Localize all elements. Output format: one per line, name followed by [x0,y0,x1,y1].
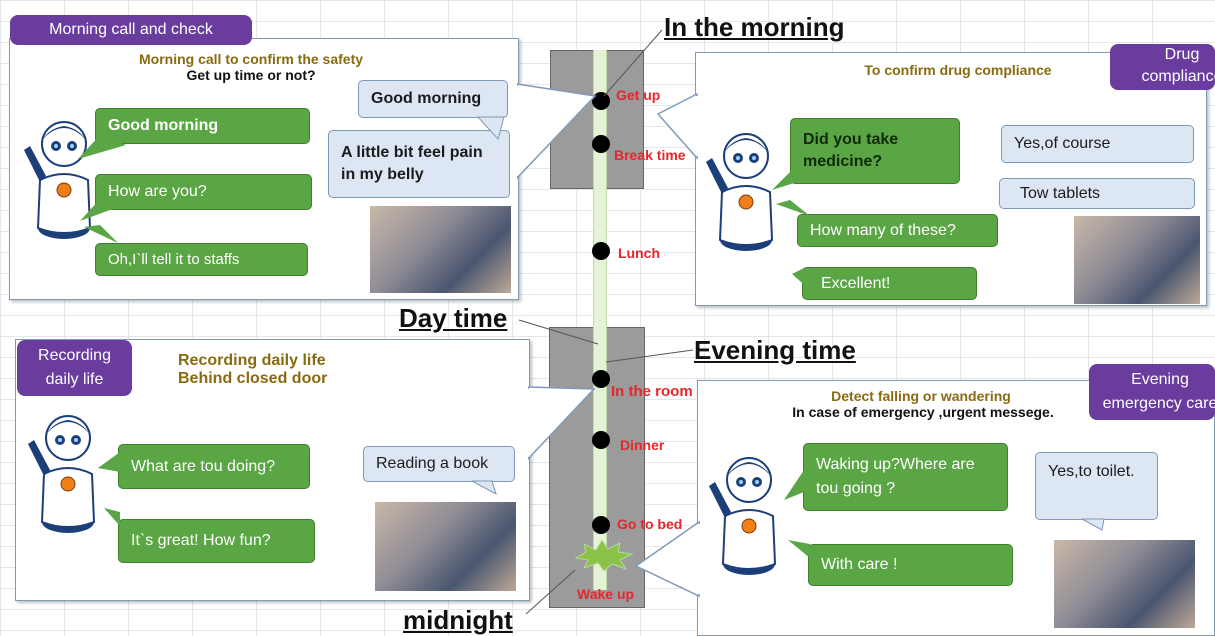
panel-evening-pointer [634,520,700,598]
drug-photo [1074,216,1200,304]
recording-robot-tails [98,452,120,526]
recording-robot-bubble-1: What are tou doing? [118,444,310,489]
section-title-midnight: midnight [403,605,513,635]
morning-robot-bubble-2: How are you? [95,174,312,210]
morning-robot-bubble-1: Good morning [95,108,310,144]
morning-user-bubble-2: A little bit feel pain in my belly [328,130,510,198]
recording-robot-bubble-2: It`s great! How fun? [118,519,315,563]
panel-recording-pointer [528,386,596,461]
timeline-dot-get-up [592,92,610,110]
morning-photo [370,206,511,293]
event-label-dinner: Dinner [620,437,665,453]
timeline-dot-break-time [592,135,610,153]
timeline-track [593,50,607,590]
section-title-evening: Evening time [694,335,856,365]
timeline-dot-dinner [592,431,610,449]
recording-title-line2: Behind closed door [178,370,328,387]
morning-subtitle: Get up time or not? [186,67,316,83]
robot-evening [709,457,777,575]
drug-robot-bubble-2: How many of these? [797,214,998,247]
wake-up-burst-icon [574,539,634,572]
recording-user-bubble-1: Reading a book [363,446,515,482]
panel-morning-pointer [517,83,597,180]
morning-user-bubble-1: Good morning [358,80,508,118]
robot-recording [28,415,96,533]
tag-evening: Evening emergency care [1089,364,1215,420]
evening-subtitle: In case of emergency ,urgent messege. [792,404,1054,420]
robot-drug [706,133,774,251]
section-title-morning: In the morning [664,12,845,42]
morning-title: Morning call to confirm the safety [138,51,364,67]
recording-user-tail [471,480,497,496]
timeline-dot-go-to-bed [592,516,610,534]
drug-robot-bubble-3: Excellent! [802,267,977,300]
event-label-get-up: Get up [616,87,661,103]
timeline-dot-lunch [592,242,610,260]
evening-robot-tails [784,470,810,558]
drug-robot-tails [772,170,810,290]
evening-robot-bubble-1: Waking up?Where are tou going ? [803,443,1008,511]
drug-user-bubble-2: Tow tablets [999,178,1195,209]
tag-morning-call: Morning call and check [10,15,252,45]
drug-title: To confirm drug compliance [864,62,1052,78]
morning-robot-tails [78,135,126,243]
drug-user-bubble-1: Yes,of course [1001,125,1194,163]
event-label-go-to-bed: Go to bed [617,516,683,532]
evening-user-bubble-1: Yes,to toilet. [1035,452,1158,520]
tag-recording: Recording daily life [17,340,132,396]
recording-title-line1: Recording daily life [178,352,326,369]
evening-robot-bubble-2: With care ! [808,544,1013,586]
evening-photo [1054,540,1195,628]
recording-photo [375,502,516,591]
robot-morning [24,121,92,239]
morning-user-tails [476,116,505,141]
panel-drug-pointer [656,92,698,160]
evening-user-tail [1081,518,1105,531]
drug-robot-bubble-1: Did you take medicine? [790,118,960,184]
event-label-wake-up: Wake up [577,586,635,602]
event-label-lunch: Lunch [618,245,660,261]
timeline-dot-in-the-room [592,370,610,388]
section-title-daytime: Day time [399,303,508,333]
morning-robot-bubble-3: Oh,I`ll tell it to staffs [95,243,308,276]
event-label-in-the-room: In the room [611,383,693,400]
tag-drug-compliance: Drug compliance [1110,44,1215,90]
event-label-break-time: Break time [614,147,686,163]
evening-title: Detect falling or wandering [831,388,1011,404]
